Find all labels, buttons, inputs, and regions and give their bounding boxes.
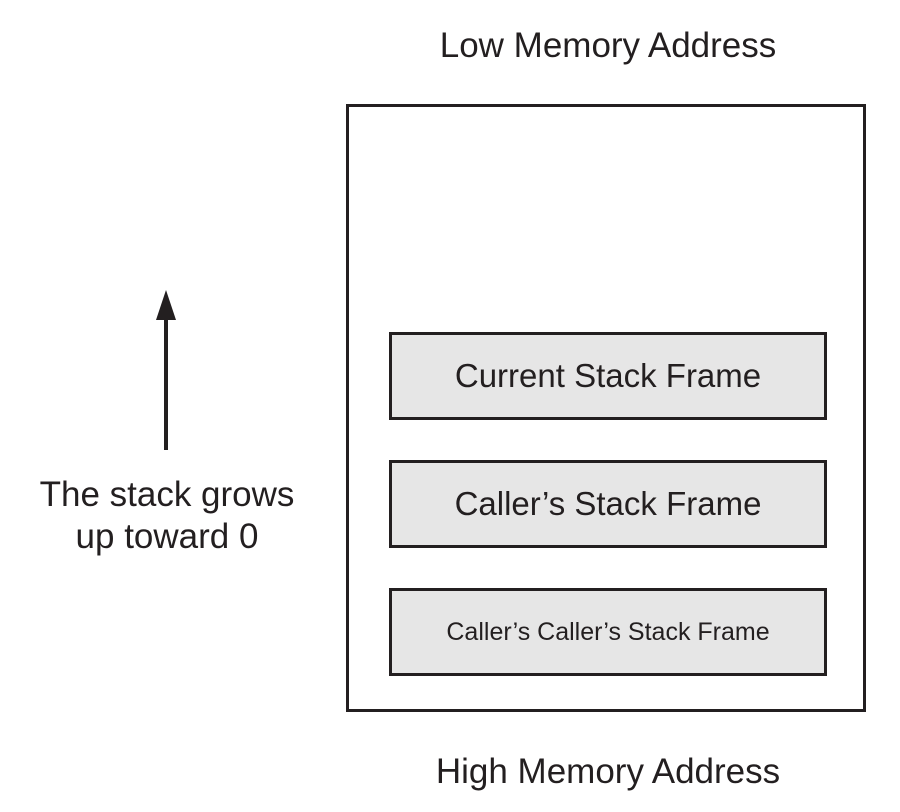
callers-callers-stack-frame: Caller’s Caller’s Stack Frame [389,588,827,676]
stack-growth-note: The stack grows up toward 0 [0,474,334,558]
stack-growth-line-2: up toward 0 [75,517,259,556]
low-memory-address-label: Low Memory Address [439,26,777,65]
callers-stack-frame: Caller’s Stack Frame [389,460,827,548]
stack-growth-line-1: The stack grows [39,475,295,514]
stack-memory-region [346,104,866,712]
arrow-up-icon [156,290,176,450]
current-stack-frame: Current Stack Frame [389,332,827,420]
high-memory-address-label: High Memory Address [435,752,781,791]
